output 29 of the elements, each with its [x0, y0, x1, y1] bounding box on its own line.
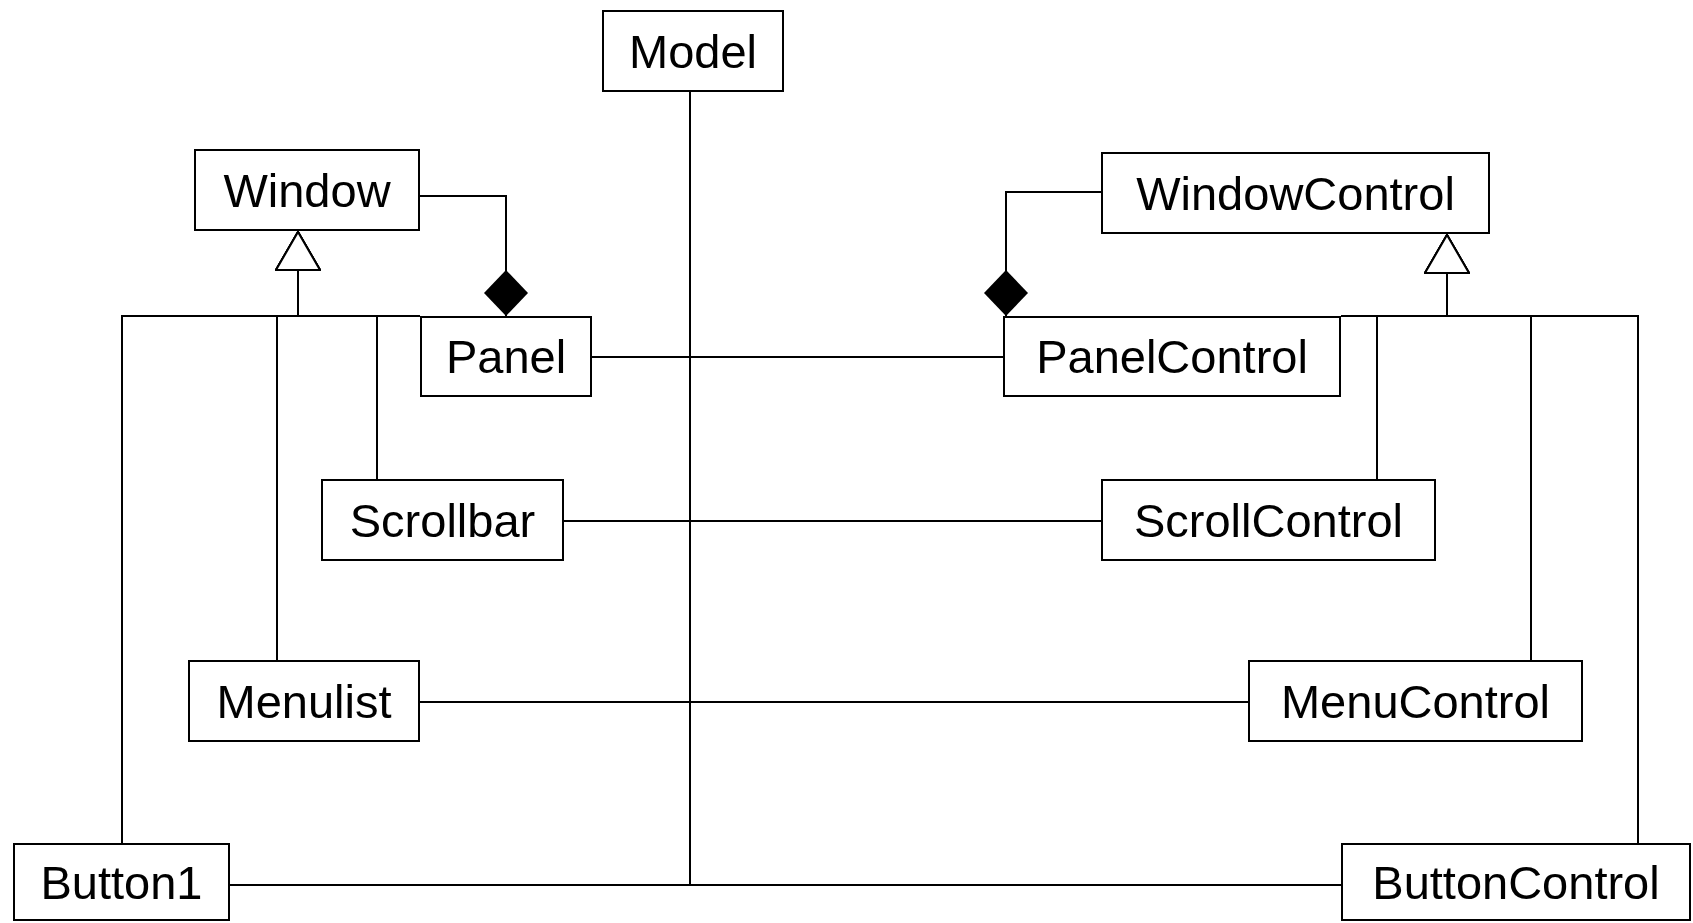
- class-box: [194, 149, 420, 231]
- class-name: Window: [223, 162, 391, 218]
- class-box: [1248, 660, 1583, 742]
- class-name: Scrollbar: [349, 492, 536, 548]
- class-name: ScrollControl: [1133, 492, 1403, 548]
- association-line: [419, 701, 1249, 703]
- class-name: MenuControl: [1280, 673, 1551, 729]
- class-box: [321, 479, 564, 561]
- class-name: PanelControl: [1036, 329, 1308, 384]
- class-name: Button1: [40, 854, 203, 910]
- class-name: Panel: [445, 329, 567, 384]
- class-box: [1003, 316, 1341, 397]
- class-box: [1101, 479, 1436, 561]
- class-name: ButtonControl: [1372, 854, 1660, 910]
- composition-line: [419, 195, 528, 317]
- class-box: [1341, 843, 1691, 921]
- class-name: WindowControl: [1136, 165, 1455, 221]
- class-name: Model: [629, 23, 757, 79]
- class-box: [188, 660, 420, 742]
- class-name: Menulist: [216, 673, 392, 729]
- class-box: [420, 316, 592, 397]
- association-line: [563, 520, 1102, 522]
- class-box: [1101, 152, 1490, 234]
- association-line: [591, 356, 1004, 358]
- class-box: [13, 843, 230, 921]
- class-box: [602, 10, 784, 92]
- composition-line: [984, 191, 1102, 317]
- inheritance-arrow: [121, 230, 321, 844]
- inheritance-arrow: [1424, 233, 1639, 844]
